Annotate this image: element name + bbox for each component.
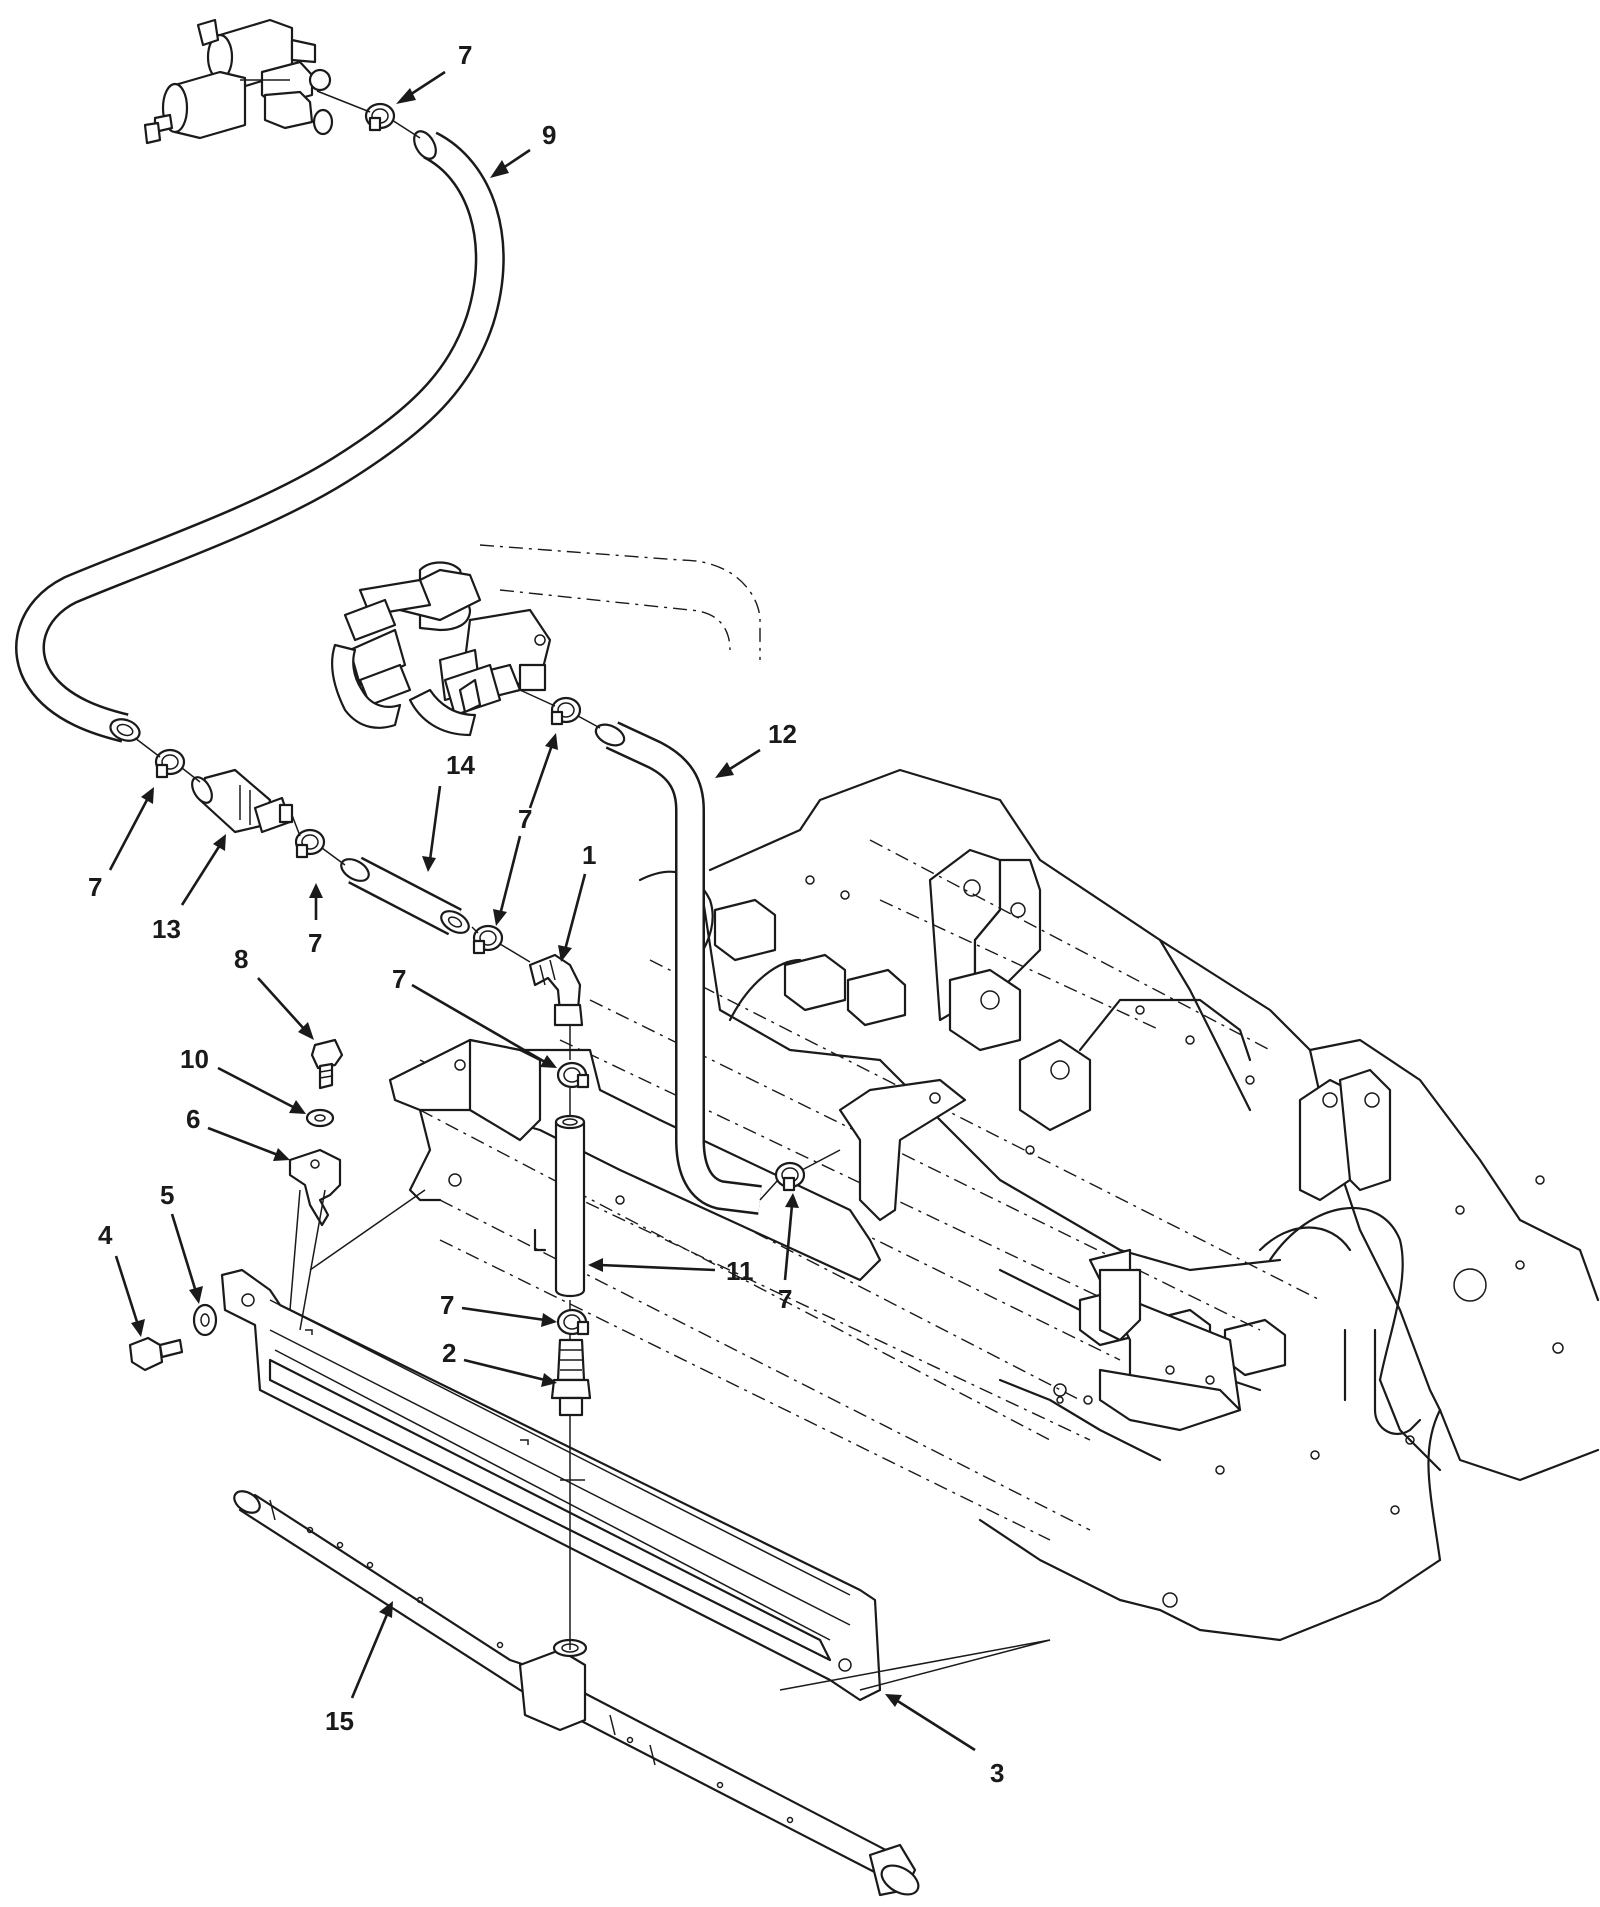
callout-6: 6 <box>186 1104 290 1161</box>
callout-label: 12 <box>768 719 797 749</box>
callout-label: 13 <box>152 914 181 944</box>
callout-5: 5 <box>160 1180 203 1304</box>
bolt-8 <box>310 1038 344 1090</box>
connector-13 <box>191 768 294 834</box>
clamp-7-mid <box>294 828 326 859</box>
callout-label: 1 <box>582 840 596 870</box>
callout-label: 5 <box>160 1180 174 1210</box>
callout-label: 14 <box>446 750 475 780</box>
callout-label: 3 <box>990 1758 1004 1788</box>
clamp-7-left <box>154 748 186 779</box>
callout-7-hose14: 7 <box>493 804 532 926</box>
callout-label: 7 <box>88 872 102 902</box>
callout-label: 7 <box>518 804 532 834</box>
callouts: 7 9 12 14 7 1 <box>88 40 1004 1788</box>
callout-15: 15 <box>325 1601 393 1736</box>
channel-bar-3 <box>220 1268 882 1702</box>
callout-label: 2 <box>442 1338 456 1368</box>
callout-11: 11 <box>588 1256 754 1286</box>
callout-7-elbow: 7 <box>392 964 557 1068</box>
elbow-1 <box>528 953 584 1027</box>
callout-2: 2 <box>442 1338 557 1387</box>
mounting-plate <box>388 1038 882 1282</box>
callout-7-lower: 7 <box>440 1290 557 1327</box>
callout-12: 12 <box>715 719 797 778</box>
upper-valve-assembly <box>143 18 334 145</box>
hose-9 <box>15 130 505 743</box>
washer-5 <box>192 1303 218 1337</box>
callout-label: 4 <box>98 1220 113 1250</box>
callout-label: 15 <box>325 1706 354 1736</box>
right-valve-assembly <box>330 544 761 737</box>
clamp-7-upper-right <box>550 696 582 726</box>
callout-label: 7 <box>458 40 472 70</box>
callout-label: 7 <box>308 928 322 958</box>
clamp-7-lower <box>556 1308 590 1336</box>
washer-10 <box>305 1108 335 1128</box>
callout-label: 8 <box>234 944 248 974</box>
callout-7-right: 7 <box>778 1193 799 1314</box>
callout-3: 3 <box>885 1694 1004 1788</box>
callout-10: 10 <box>180 1044 306 1114</box>
callout-9: 9 <box>490 120 556 178</box>
callout-7-under-13: 7 <box>88 787 154 902</box>
callout-7-top: 7 <box>396 40 472 104</box>
hose-14 <box>340 856 470 936</box>
callout-7-mid: 7 <box>308 883 323 958</box>
callout-label: 11 <box>726 1256 754 1286</box>
bracket-6 <box>288 1148 342 1227</box>
clamp-7-hose14 <box>472 924 504 955</box>
fitting-2 <box>550 1338 592 1417</box>
hose-11 <box>554 1114 586 1298</box>
callout-label: 7 <box>392 964 406 994</box>
end-plate <box>1053 1248 1242 1432</box>
callout-label: 10 <box>180 1044 209 1074</box>
callout-label: 7 <box>440 1290 454 1320</box>
callout-7-upper-right <box>528 733 558 809</box>
callout-14: 14 <box>422 750 475 872</box>
callout-1: 1 <box>558 840 596 962</box>
callout-label: 7 <box>778 1284 792 1314</box>
callout-13: 13 <box>152 834 226 944</box>
hose-12 <box>594 721 762 1215</box>
bolt-4 <box>128 1336 184 1372</box>
callout-4: 4 <box>98 1220 145 1337</box>
right-mount-bracket <box>838 1078 967 1222</box>
spray-bar-15 <box>233 1490 920 1897</box>
clamp-7-top <box>364 102 396 132</box>
callout-label: 9 <box>542 120 556 150</box>
clamp-7-right <box>774 1161 806 1192</box>
clamp-7-elbow-below <box>556 1061 590 1089</box>
callout-8: 8 <box>234 944 314 1040</box>
callout-label: 6 <box>186 1104 200 1134</box>
